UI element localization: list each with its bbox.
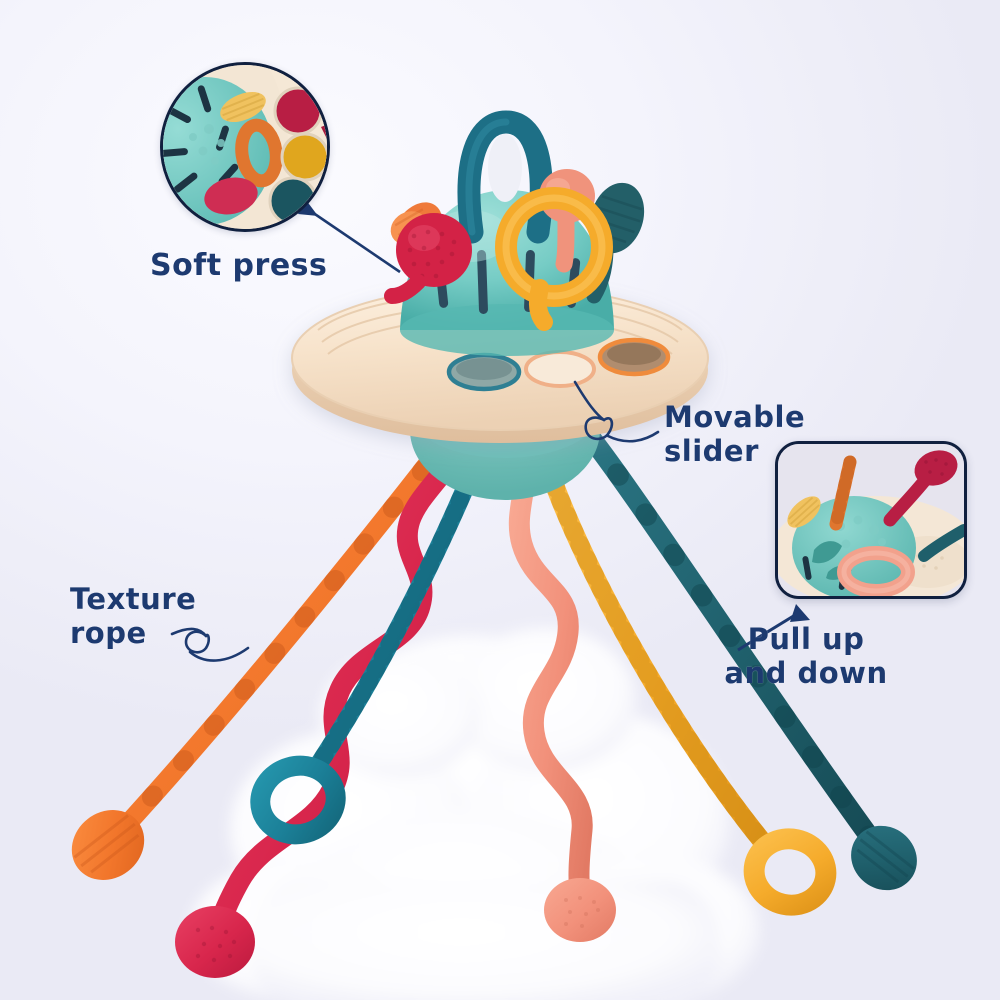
yellow-ring-handle[interactable] <box>495 187 613 331</box>
inset-soft-press-image <box>163 65 327 229</box>
callout-label-movable-slider: Movable slider <box>664 400 806 469</box>
callout-label-texture-rope: Texture rope <box>70 582 197 651</box>
callout-label-soft-press: Soft press <box>150 248 328 283</box>
rope-darkteal[interactable] <box>578 424 930 903</box>
inset-soft-press[interactable] <box>160 62 330 232</box>
base-hole-orange-ring[interactable] <box>597 337 671 377</box>
press-button-texture <box>407 229 457 279</box>
connector-pull-updown <box>737 604 810 652</box>
inset-hole-yellow <box>280 132 327 182</box>
connector-texture-rope <box>170 627 250 662</box>
teal-loop-handle[interactable] <box>457 110 553 244</box>
connector-movable-slider <box>573 380 660 443</box>
rope-crimson[interactable] <box>175 419 481 978</box>
connector-soft-press <box>298 200 401 274</box>
callout-label-pull-up-and-down: Pull up and down <box>724 622 888 691</box>
inset-pull-updown-image <box>778 444 964 596</box>
red-press-button[interactable] <box>384 213 472 304</box>
inset-pull-up-and-down[interactable] <box>775 441 967 599</box>
rope-peach[interactable] <box>508 429 616 942</box>
